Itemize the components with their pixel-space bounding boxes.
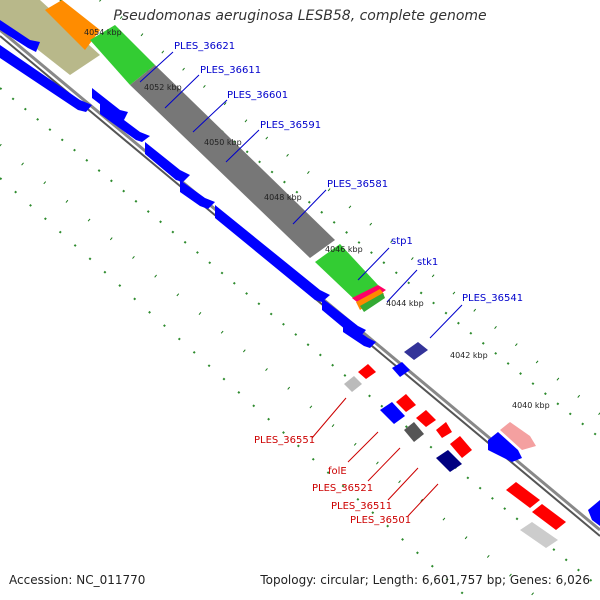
- reverse-cds-track: [344, 364, 566, 548]
- accession-info: Accession: NC_011770: [9, 573, 145, 587]
- accession-label: Accession:: [9, 573, 73, 587]
- gene-label[interactable]: PLES_36501: [350, 515, 411, 526]
- topology-value: circular: [320, 573, 365, 587]
- reverse-leader-lines: [311, 397, 439, 517]
- gene-label[interactable]: stk1: [417, 257, 438, 268]
- gene-label[interactable]: PLES_36541: [462, 293, 523, 304]
- coord-label: 4054 kbp: [84, 28, 122, 37]
- gene-label[interactable]: PLES_36581: [327, 179, 388, 190]
- length-value: 6,601,757 bp: [421, 573, 502, 587]
- separator: ;: [364, 573, 373, 587]
- coord-label: 4048 kbp: [264, 193, 302, 202]
- gene-label[interactable]: PLES_36511: [331, 501, 392, 512]
- genes-value: 6,026: [555, 573, 590, 587]
- feature-band: [0, 0, 386, 312]
- accession-value: NC_011770: [76, 573, 146, 587]
- gene-label[interactable]: PLES_36621: [174, 41, 235, 52]
- coord-label: 4052 kbp: [144, 83, 182, 92]
- coord-label: 4046 kbp: [325, 245, 363, 254]
- forward-gene-labels: PLES_36621 PLES_36611 PLES_36601 PLES_36…: [174, 41, 523, 304]
- genome-stats: Topology: circular; Length: 6,601,757 bp…: [260, 573, 590, 587]
- coord-label: 4050 kbp: [204, 138, 242, 147]
- separator: ;: [501, 573, 510, 587]
- reverse-gene-labels: PLES_36551 folE PLES_36521 PLES_36511 PL…: [254, 435, 411, 526]
- gene-label[interactable]: PLES_36521: [312, 483, 373, 494]
- genes-label: Genes:: [509, 573, 552, 587]
- gene-label[interactable]: PLES_36591: [260, 120, 321, 131]
- length-label: Length:: [372, 573, 419, 587]
- gene-label[interactable]: stp1: [391, 236, 413, 247]
- gene-label[interactable]: PLES_36551: [254, 435, 315, 446]
- gene-label[interactable]: PLES_36601: [227, 90, 288, 101]
- coord-label: 4040 kbp: [512, 401, 550, 410]
- map-title: Pseudomonas aeruginosa LESB58, complete …: [113, 8, 487, 24]
- coordinate-labels: 4054 kbp 4052 kbp 4050 kbp 4048 kbp 4046…: [84, 28, 550, 410]
- forward-cds-track: [0, 20, 600, 526]
- topology-label: Topology:: [260, 573, 317, 587]
- coord-label: 4044 kbp: [386, 299, 424, 308]
- coord-label: 4042 kbp: [450, 351, 488, 360]
- forward-leader-lines: [139, 51, 463, 339]
- gene-label[interactable]: folE: [328, 466, 347, 477]
- gene-label[interactable]: PLES_36611: [200, 65, 261, 76]
